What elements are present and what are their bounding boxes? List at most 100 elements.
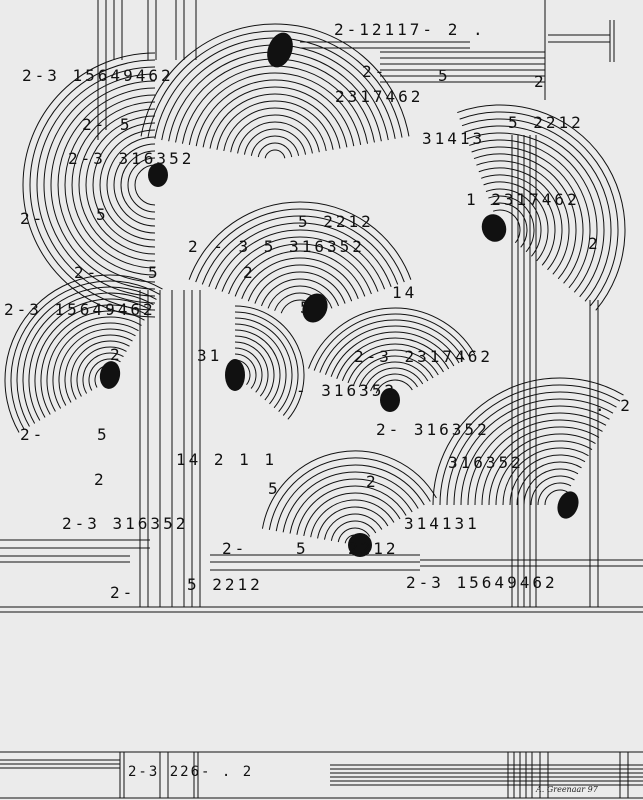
arc-cluster-4 (188, 201, 412, 280)
label-upper-mid-2: 2 (534, 72, 547, 91)
arc-cluster-2 (71, 101, 156, 269)
arc-cluster-2 (29, 59, 156, 311)
arc-cluster-6 (234, 341, 269, 397)
arc-cluster-8 (460, 405, 610, 506)
arc-cluster-9 (282, 471, 419, 533)
arc-cluster-4 (254, 271, 346, 304)
label-bottom-2: 2- (110, 583, 136, 602)
label-top-left-code: 2-3 15649462 (22, 66, 174, 85)
artist-signature: A. Greenaar 97 (536, 785, 598, 794)
arc-cluster-6 (234, 335, 275, 401)
arc-cluster-5 (28, 298, 151, 421)
arc-cluster-5 (52, 322, 139, 409)
arc-cluster-1 (202, 86, 348, 148)
ink-blot-4 (302, 293, 328, 323)
arc-cluster-2 (99, 129, 156, 241)
arc-cluster-8 (446, 391, 617, 506)
arc-cluster-5 (58, 328, 136, 406)
arc-cluster-9 (261, 450, 437, 529)
arc-cluster-2 (57, 87, 156, 283)
arc-cluster-1 (216, 100, 334, 150)
arc-cluster-3 (485, 188, 542, 257)
arc-cluster-8 (523, 468, 579, 506)
label-center-2212: 5 2212 (298, 212, 374, 231)
arc-cluster-3 (473, 153, 577, 280)
arc-cluster-7 (324, 325, 460, 375)
arc-cluster-7 (336, 337, 450, 379)
arc-cluster-2 (113, 143, 156, 227)
arc-cluster-2 (22, 52, 156, 318)
label-mid-2: 2- (74, 263, 100, 282)
arc-cluster-6 (234, 353, 257, 389)
label-lower-22212: 2212 (348, 539, 399, 558)
label-center-31: 31 (197, 346, 223, 365)
arc-cluster-8 (467, 412, 607, 506)
arc-cluster-5 (40, 310, 145, 415)
label-lower-31413: 314131 (404, 514, 480, 533)
arc-cluster-9 (296, 485, 407, 535)
arc-cluster-7 (375, 379, 413, 394)
arc-cluster-1 (237, 121, 313, 154)
arc-cluster-5 (10, 280, 160, 430)
arc-cluster-2 (36, 66, 156, 304)
arc-cluster-8 (488, 433, 596, 506)
label-lower-5: 5 (268, 479, 281, 498)
arc-cluster-7 (308, 307, 476, 369)
arc-cluster-8 (530, 475, 575, 506)
arc-cluster-7 (341, 343, 444, 382)
label-upper-five: 5 (438, 66, 451, 85)
arc-cluster-2 (120, 150, 156, 220)
arc-cluster-3 (466, 132, 598, 293)
arc-cluster-9 (317, 506, 389, 539)
arc-cluster-7 (319, 319, 465, 373)
label-left-21: 2 (110, 345, 123, 364)
label-left-2dash: 2- 5 (82, 115, 133, 134)
label-lower-2dash: 2- (222, 539, 248, 558)
arc-cluster-9 (330, 520, 377, 541)
label-lower-2b: 2 (366, 472, 379, 491)
arc-cluster-5 (46, 316, 142, 412)
arc-cluster-5 (4, 274, 163, 433)
label-bottom-right-code: 2-3 15649462 (406, 573, 558, 592)
ink-blot-1 (267, 32, 293, 68)
arc-cluster-3 (457, 104, 626, 311)
arc-cluster-1 (243, 128, 307, 155)
arc-cluster-1 (223, 107, 327, 152)
label-upper-seq: 2317462 (335, 87, 424, 106)
arc-cluster-2 (127, 157, 156, 213)
arc-cluster-2 (50, 80, 156, 290)
arc-cluster-4 (247, 264, 353, 302)
arc-cluster-3 (492, 209, 521, 244)
label-right-2: 2 (588, 234, 601, 253)
arc-cluster-8 (502, 447, 589, 506)
label-right-far-2: . 2 (595, 396, 633, 415)
arc-cluster-2 (78, 108, 156, 262)
arc-cluster-1 (209, 93, 341, 149)
label-right-314: 31413 (422, 129, 486, 148)
arc-cluster-3 (483, 181, 549, 262)
arc-cluster-1 (250, 135, 300, 156)
arc-cluster-7 (353, 355, 434, 386)
arc-cluster-6 (234, 329, 281, 405)
arc-cluster-2 (106, 136, 156, 234)
label-mid-5: 5 (148, 263, 161, 282)
label-left-5b: 5 (97, 425, 110, 444)
label-upper-right-code: 5 2212 (508, 113, 584, 132)
label-left-2b: 2- (20, 425, 46, 444)
arc-cluster-9 (268, 457, 431, 530)
label-left-seq: 2-3 316352 (68, 149, 195, 168)
label-center-316352: 2 - 3 5 316352 (188, 237, 365, 256)
label-center-316352b: - 316352 (296, 381, 398, 400)
label-lower-14211: 14 2 1 1 (176, 450, 278, 469)
arc-cluster-1 (257, 142, 293, 158)
arc-cluster-9 (337, 527, 371, 543)
arc-cluster-4 (261, 278, 339, 307)
arc-cluster-3 (476, 160, 570, 275)
arc-cluster-9 (310, 499, 395, 538)
arc-cluster-2 (43, 73, 156, 297)
ink-blot-7 (380, 388, 400, 412)
ink-blot-6 (225, 359, 245, 391)
arc-cluster-4 (241, 257, 359, 299)
label-center-2317462b: 2-3 2317462 (354, 347, 493, 366)
